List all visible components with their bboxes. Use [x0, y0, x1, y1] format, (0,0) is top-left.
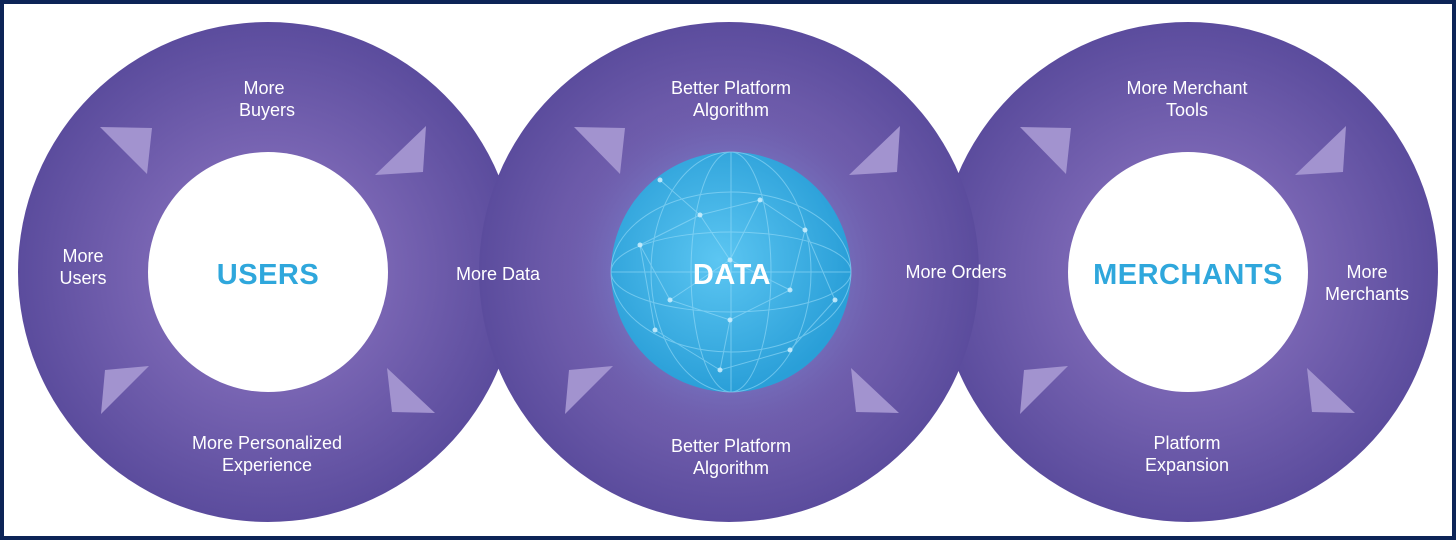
cycle-arrow-icon	[574, 127, 625, 174]
cycle-arrow-icon	[387, 368, 435, 413]
cycle-arrow-icon	[100, 127, 152, 174]
cycle-arrow-icon	[1020, 127, 1071, 174]
merchants-top-label: Tools	[1166, 100, 1208, 120]
users-top-label: Buyers	[239, 100, 295, 120]
users-top-label: More	[243, 78, 284, 98]
merchants-bottom-label: Expansion	[1145, 455, 1229, 475]
merchants-right-label: More	[1346, 262, 1387, 282]
cycle-arrow-icon	[375, 126, 426, 175]
users-left-label: Users	[59, 268, 106, 288]
cycle-arrow-icon	[101, 366, 149, 414]
more-data-label: More Data	[456, 264, 541, 284]
cycle-arrow-icon	[1020, 366, 1068, 414]
cycle-arrow-icon	[565, 366, 613, 414]
users-bottom-label: Experience	[222, 455, 312, 475]
cycle-arrow-icon	[1307, 368, 1355, 413]
cycle-arrow-icon	[1295, 126, 1346, 175]
users-hub-label: USERS	[217, 259, 319, 291]
cycle-arrow-icon	[849, 126, 900, 175]
data-bottom-label: Better Platform	[671, 436, 791, 456]
data-top-label: Better Platform	[671, 78, 791, 98]
merchants-hub-label: MERCHANTS	[1093, 259, 1283, 291]
data-hub-label: DATA	[693, 259, 771, 291]
data-bottom-label: Algorithm	[693, 458, 769, 478]
merchants-bottom-label: Platform	[1153, 433, 1220, 453]
network-sphere-icon	[610, 151, 852, 393]
data-top-label: Algorithm	[693, 100, 769, 120]
more-orders-label: More Orders	[905, 262, 1006, 282]
merchants-top-label: More Merchant	[1126, 78, 1247, 98]
merchants-right-label: Merchants	[1325, 284, 1409, 304]
users-hub	[148, 152, 388, 392]
users-left-label: More	[62, 246, 103, 266]
users-bottom-label: More Personalized	[192, 433, 342, 453]
cycle-arrow-icon	[851, 368, 899, 413]
merchants-hub	[1068, 152, 1308, 392]
